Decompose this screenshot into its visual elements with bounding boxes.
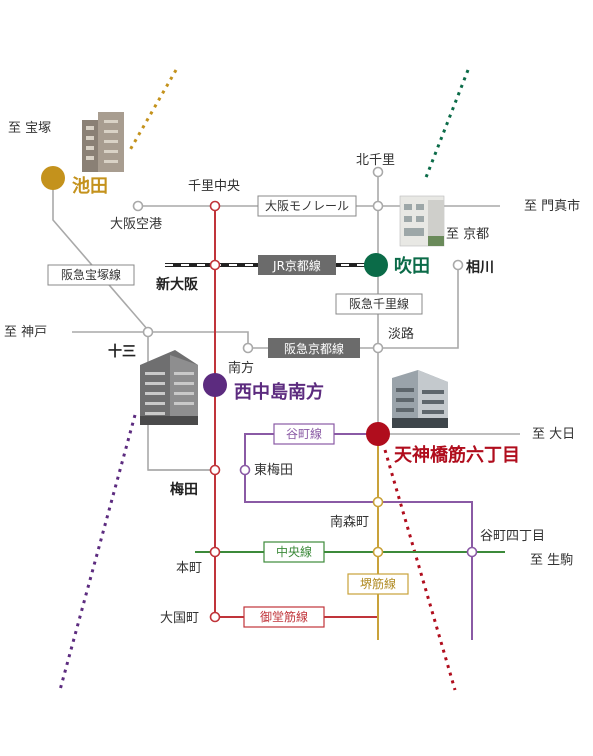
tanimachi-label-text: 谷町線	[286, 426, 322, 441]
station-minamimorimachi-name: 南森町	[330, 514, 369, 530]
midosuji-label: 御堂筋線	[243, 606, 325, 628]
ikeda-extension-dotted	[128, 69, 178, 151]
station-ikeda-name: 池田	[72, 175, 108, 197]
station-tanimachi4	[466, 546, 478, 558]
tenjinbashi-extension-dotted	[383, 449, 457, 691]
station-minamikata-name: 南方	[228, 360, 254, 376]
hankyu-kyoto-label-text: 阪急京都線	[284, 341, 344, 356]
station-suita-marker	[364, 253, 388, 277]
station-kitasenri-name: 北千里	[356, 153, 395, 168]
tenjinbashi-building-image	[392, 370, 448, 428]
station-suita-name: 吹田	[394, 255, 430, 277]
tanimachi-label: 谷町線	[273, 423, 335, 445]
hankyu-takarazuka-label-text: 阪急宝塚線	[61, 267, 121, 282]
destination-kyoto: 至 京都	[446, 227, 489, 242]
station-awaji	[372, 342, 384, 354]
station-shinosaka	[209, 259, 221, 271]
suita-building-image	[399, 195, 445, 247]
station-awaji-name: 淡路	[388, 326, 414, 342]
station-shinosaka-name: 新大阪	[156, 276, 199, 293]
station-monorail-suita	[372, 200, 384, 212]
station-tenjinbashi-name: 天神橋筋六丁目	[394, 444, 520, 466]
monorail-label-text: 大阪モノレール	[265, 199, 349, 213]
station-tanimachi4-name: 谷町四丁目	[480, 529, 545, 544]
station-honmachi	[209, 546, 221, 558]
nishinakajima-building-image	[140, 350, 198, 425]
station-juso	[142, 326, 154, 338]
nishinakajima-extension-dotted	[58, 414, 137, 691]
destination-takarazuka: 至 宝塚	[8, 121, 51, 136]
station-kitasenri	[372, 166, 384, 178]
destination-kadoma: 至 門真市	[524, 198, 580, 214]
station-tenjinbashi-marker	[366, 422, 390, 446]
station-senrichuo-name: 千里中央	[188, 179, 240, 194]
station-sakaisuji-honmachi	[372, 546, 384, 558]
station-osaka-airport	[132, 200, 144, 212]
station-minamimorimachi	[372, 496, 384, 508]
hankyu-kyoto-label: 阪急京都線	[268, 338, 360, 358]
monorail-label: 大阪モノレール	[257, 195, 357, 217]
station-ikeda-marker	[41, 166, 65, 190]
ikeda-building-image	[82, 112, 124, 172]
station-nishinakajima-name: 西中島南方	[234, 381, 324, 403]
hankyu-senri-label: 阪急千里線	[335, 293, 423, 315]
station-higashiumeda-name: 東梅田	[254, 462, 293, 478]
station-honmachi-name: 本町	[176, 561, 202, 576]
destination-ikoma: 至 生駒	[530, 553, 573, 568]
station-minamikata	[242, 342, 254, 354]
chuo-label-text: 中央線	[276, 544, 312, 559]
station-aikawa-name: 相川	[466, 259, 494, 276]
sakaisuji-label-text: 堺筋線	[360, 576, 396, 591]
station-daikokucho-name: 大国町	[160, 611, 199, 626]
station-aikawa	[452, 259, 464, 271]
station-umeda-name: 梅田	[170, 481, 198, 498]
midosuji-label-text: 御堂筋線	[260, 609, 308, 624]
station-juso-name: 十三	[108, 343, 136, 360]
sakaisuji-label: 堺筋線	[347, 573, 409, 595]
jr-kyoto-label-text: JR京都線	[272, 258, 321, 273]
station-daikokucho	[209, 611, 221, 623]
station-nishinakajima-marker	[203, 373, 227, 397]
station-higashiumeda	[239, 464, 251, 476]
station-osaka-airport-name: 大阪空港	[110, 217, 162, 232]
destination-kobe: 至 神戸	[4, 325, 47, 340]
station-umeda	[209, 464, 221, 476]
hankyu-takarazuka-label: 阪急宝塚線	[47, 264, 135, 286]
jr-kyoto-label: JR京都線	[258, 255, 336, 275]
hankyu-senri-label-text: 阪急千里線	[349, 296, 409, 311]
station-senrichuo	[209, 200, 221, 212]
destination-dainichi: 至 大日	[532, 427, 575, 442]
chuo-label: 中央線	[263, 541, 325, 563]
suita-extension-dotted	[423, 69, 470, 181]
